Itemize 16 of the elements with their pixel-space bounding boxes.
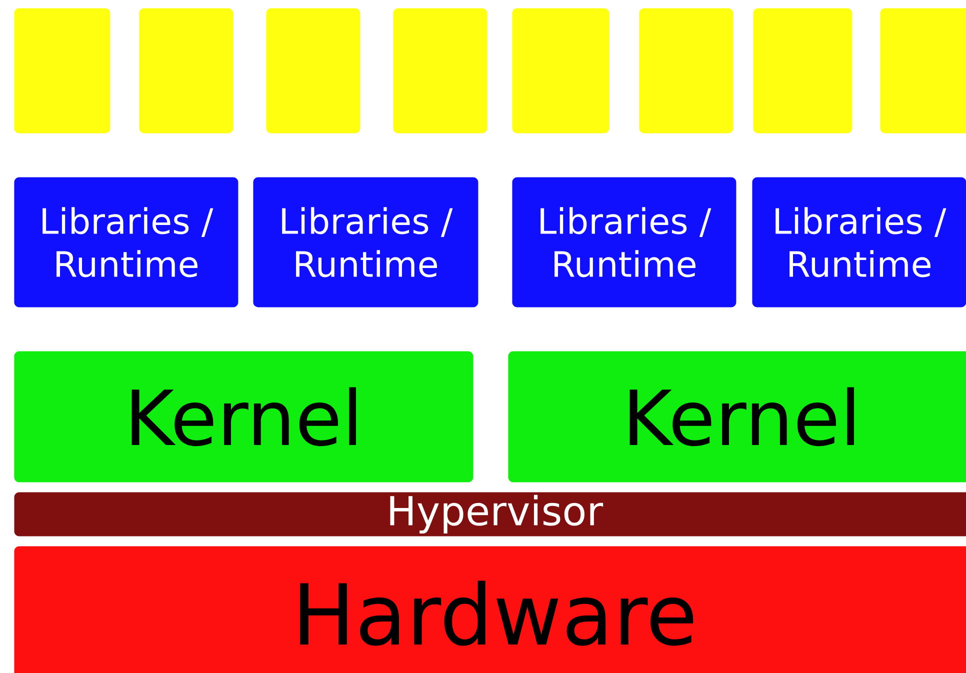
kernel-box: Kernel xyxy=(14,351,474,482)
hypervisor-bar: Hypervisor xyxy=(14,492,966,536)
library-box: Libraries / Runtime xyxy=(512,177,736,308)
library-box: Libraries / Runtime xyxy=(752,177,966,308)
application-box xyxy=(639,8,734,134)
application-box xyxy=(880,8,966,134)
library-box: Libraries / Runtime xyxy=(253,177,478,308)
application-box xyxy=(266,8,360,134)
application-box xyxy=(512,8,610,134)
application-box xyxy=(14,8,110,134)
application-box xyxy=(753,8,852,134)
kernel-box: Kernel xyxy=(508,351,966,482)
library-box: Libraries / Runtime xyxy=(14,177,238,308)
hardware-bar: Hardware xyxy=(14,546,966,673)
application-box xyxy=(393,8,488,134)
application-box xyxy=(139,8,234,134)
